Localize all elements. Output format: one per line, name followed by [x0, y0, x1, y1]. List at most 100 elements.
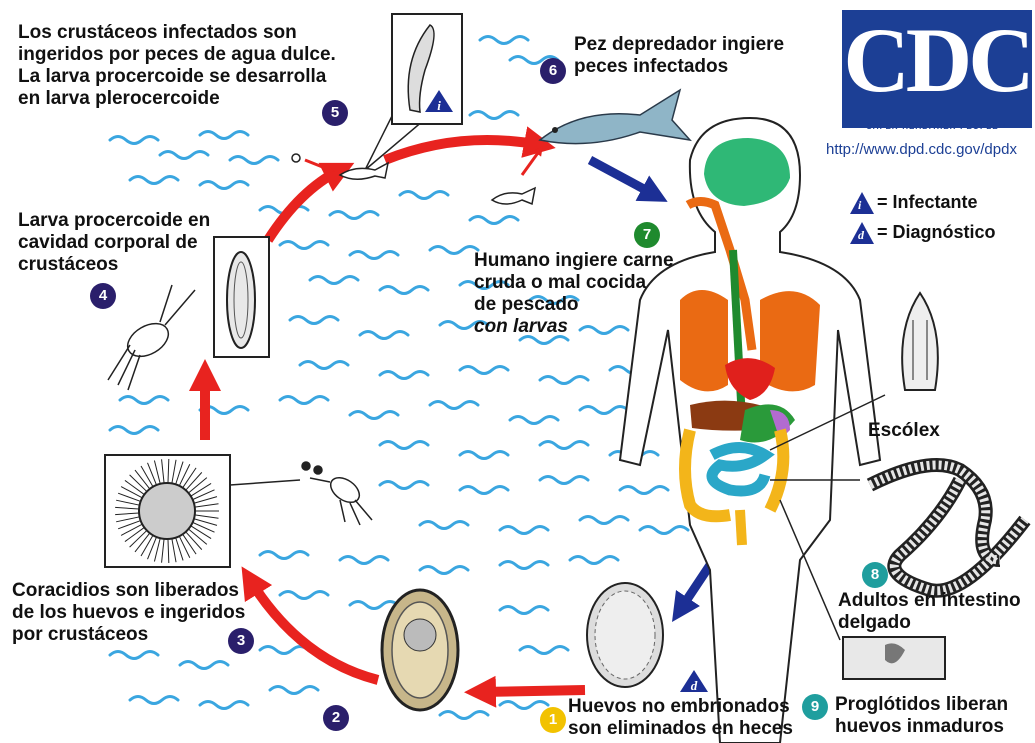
wave-mark	[180, 662, 228, 669]
wave-mark	[380, 442, 428, 449]
swimming-copepod	[302, 462, 372, 525]
wave-mark	[280, 242, 328, 249]
diagnostic-legend-label: = Diagnóstico	[877, 222, 996, 243]
wave-mark	[350, 602, 398, 609]
step-1-badge: 1	[540, 707, 566, 733]
wave-mark	[380, 287, 428, 294]
wave-mark	[640, 527, 688, 534]
plerocercoid-panel	[392, 14, 462, 124]
wave-mark	[480, 37, 528, 44]
wave-mark	[380, 482, 428, 489]
infective-legend-icon: i	[850, 192, 874, 214]
scolex-drawing	[902, 293, 938, 390]
small-fish	[340, 163, 388, 179]
wave-mark	[340, 557, 388, 564]
scolex-label: Escólex	[868, 420, 940, 442]
fry-fish	[492, 188, 535, 204]
wave-mark	[620, 487, 668, 494]
source-url: http://www.dpd.cdc.gov/dpdx	[826, 141, 1017, 158]
step-2-badge: 2	[323, 705, 349, 731]
step-7-badge: 7	[634, 222, 660, 248]
infective-legend-label: = Infectante	[877, 192, 978, 213]
arrow-fry-to-predator	[522, 150, 540, 175]
wave-mark	[130, 697, 178, 704]
wave-mark	[580, 517, 628, 524]
arrow-small-fish-to-predator	[385, 140, 540, 160]
cdc-logo-text: CDC	[842, 14, 1032, 106]
wave-mark	[120, 397, 168, 404]
wave-mark	[430, 402, 478, 409]
wave-mark	[510, 417, 558, 424]
infective-marker-letter: i	[437, 98, 441, 113]
step-8-label: Adultos en intestinodelgado	[838, 590, 1021, 634]
wave-mark	[430, 247, 478, 254]
wave-mark	[420, 567, 468, 574]
wave-mark	[580, 407, 628, 414]
cdc-logo: CDC	[842, 10, 1032, 128]
wave-mark	[300, 362, 348, 369]
step-3-badge: 3	[228, 628, 254, 654]
wave-mark	[110, 427, 158, 434]
wave-mark	[290, 317, 338, 324]
wave-mark	[350, 252, 398, 259]
wave-mark	[110, 652, 158, 659]
proglottid-drawing	[843, 637, 945, 679]
wave-mark	[380, 372, 428, 379]
wave-mark	[540, 377, 588, 384]
coracidium-panel	[105, 455, 230, 567]
wave-mark	[280, 397, 328, 404]
step-8-badge: 8	[862, 562, 888, 588]
wave-mark	[310, 277, 358, 284]
step-9-badge: 9	[802, 694, 828, 720]
wave-mark	[440, 712, 488, 719]
wave-mark	[130, 177, 178, 184]
wave-mark	[200, 702, 248, 709]
predator-fish	[540, 90, 690, 144]
wave-mark	[460, 452, 508, 459]
wave-mark	[500, 527, 548, 534]
tiny-copepod	[292, 154, 300, 162]
wave-mark	[200, 182, 248, 189]
wave-mark	[360, 332, 408, 339]
wave-mark	[460, 367, 508, 374]
wave-mark	[330, 212, 378, 219]
arrow-eggs-to-embryonated	[480, 690, 585, 692]
wave-mark	[270, 687, 318, 694]
diagnostic-legend-icon: d	[850, 222, 874, 244]
wave-mark	[260, 647, 308, 654]
arrow-copepod-to-fish	[305, 160, 330, 170]
wave-mark	[540, 442, 588, 449]
wave-mark	[160, 152, 208, 159]
cdc-tagline: SAFER·HEALTHIER·PEOPLE™	[842, 122, 1032, 131]
step-6-badge: 6	[540, 58, 566, 84]
wave-mark	[520, 647, 568, 654]
wave-mark	[110, 137, 158, 144]
step-4-label: Larva procercoide encavidad corporal dec…	[18, 210, 210, 276]
step-3-label: Coracidios son liberadosde los huevos e …	[12, 580, 245, 646]
wave-mark	[400, 192, 448, 199]
wave-mark	[350, 412, 398, 419]
procercoid-panel	[214, 237, 269, 357]
wave-mark	[570, 557, 618, 564]
diagnostic-marker: d	[680, 670, 708, 693]
wave-mark	[500, 702, 548, 709]
arrow-to-small-fish	[268, 170, 340, 240]
wave-mark	[500, 607, 548, 614]
copepod-drawing	[108, 285, 195, 390]
embryonated-egg	[382, 590, 458, 710]
wave-mark	[280, 592, 328, 599]
wave-mark	[500, 562, 548, 569]
wave-mark	[200, 132, 248, 139]
step-4-badge: 4	[90, 283, 116, 309]
wave-mark	[230, 157, 278, 164]
wave-mark	[260, 552, 308, 559]
unembryonated-egg	[587, 583, 663, 687]
wave-mark	[420, 522, 468, 529]
wave-mark	[470, 217, 518, 224]
step-7-label: Humano ingiere carnecruda o mal cocidade…	[474, 250, 674, 338]
step-5-badge: 5	[322, 100, 348, 126]
wave-mark	[470, 112, 518, 119]
